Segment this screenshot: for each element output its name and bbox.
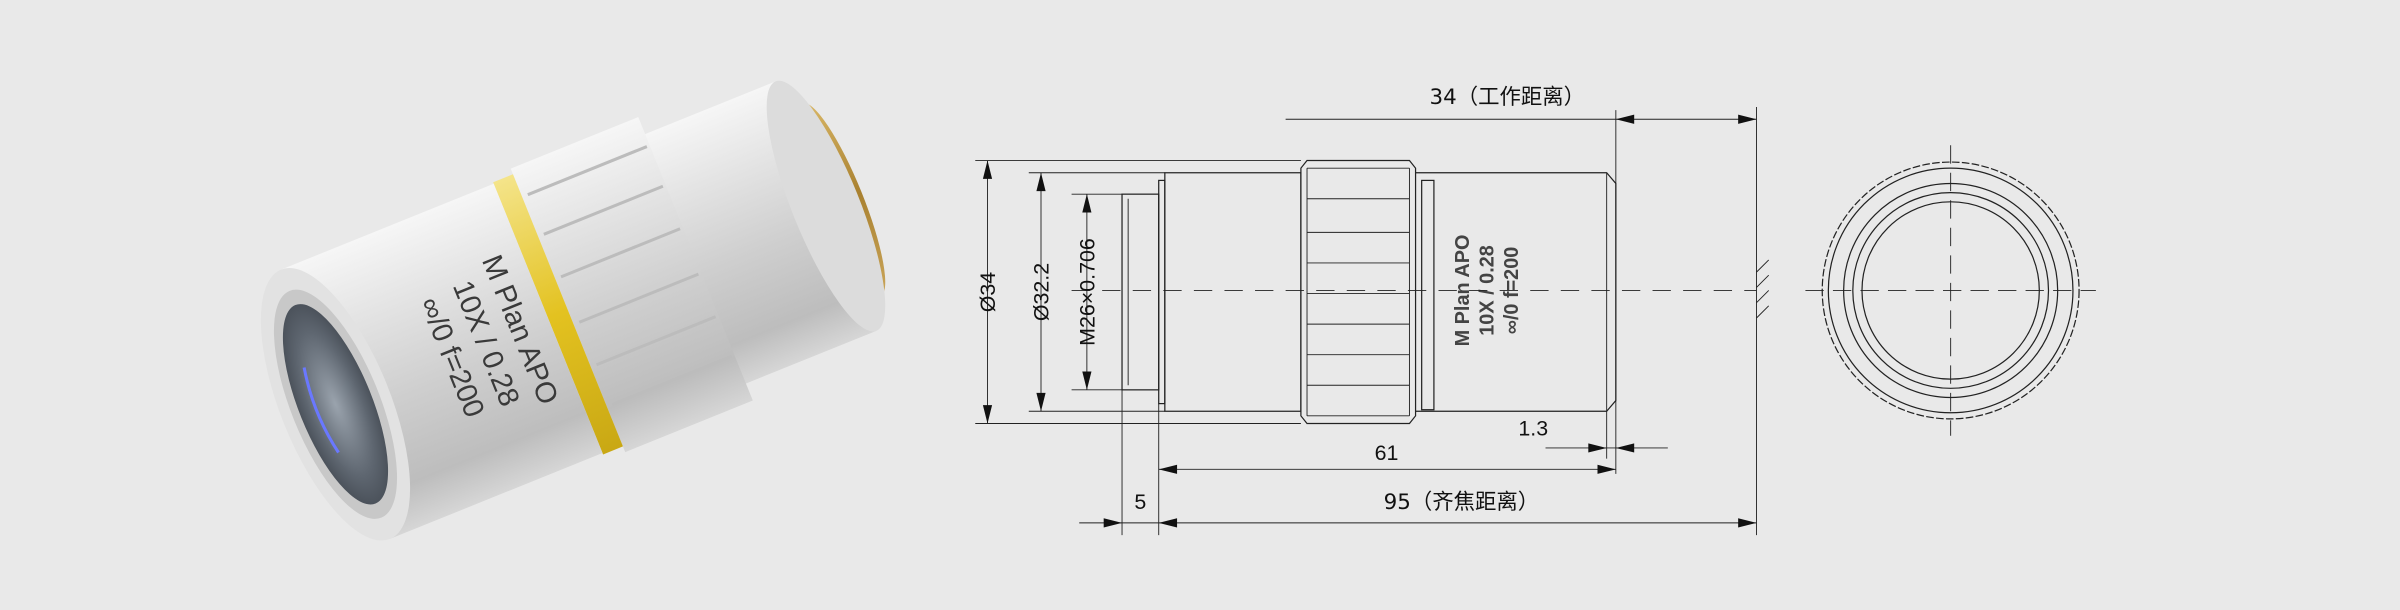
dim-body-diameter: Ø32.2 <box>1030 263 1054 321</box>
front-view-drawing <box>1805 145 2096 436</box>
rear-barrel <box>639 81 877 386</box>
dim-thread-length: 5 <box>1134 490 1146 514</box>
dim-chamfer: 1.3 <box>1518 417 1548 441</box>
dim-working-distance: 34（工作距离） <box>1430 85 1586 110</box>
yellow-magnification-ring <box>493 174 623 455</box>
dim-thread: M26×0.706 <box>1076 238 1100 346</box>
dim-parfocal-distance: 95（齐焦距离） <box>1384 490 1540 515</box>
dim-length: 61 <box>1375 441 1399 465</box>
front-lens <box>282 304 389 505</box>
drawing-engraving-2: 10X / 0.28 <box>1477 245 1499 336</box>
drawing-engraving-1: M Plan APO <box>1452 235 1474 347</box>
side-view-drawing: M Plan APO 10X / 0.28 ∞/0 f=200 <box>975 85 1770 536</box>
knurled-grip <box>510 117 753 453</box>
objective-render: M Plan APO 10X / 0.28 ∞/0 f=200 <box>260 80 886 541</box>
dim-outer-diameter: Ø34 <box>976 272 1000 313</box>
